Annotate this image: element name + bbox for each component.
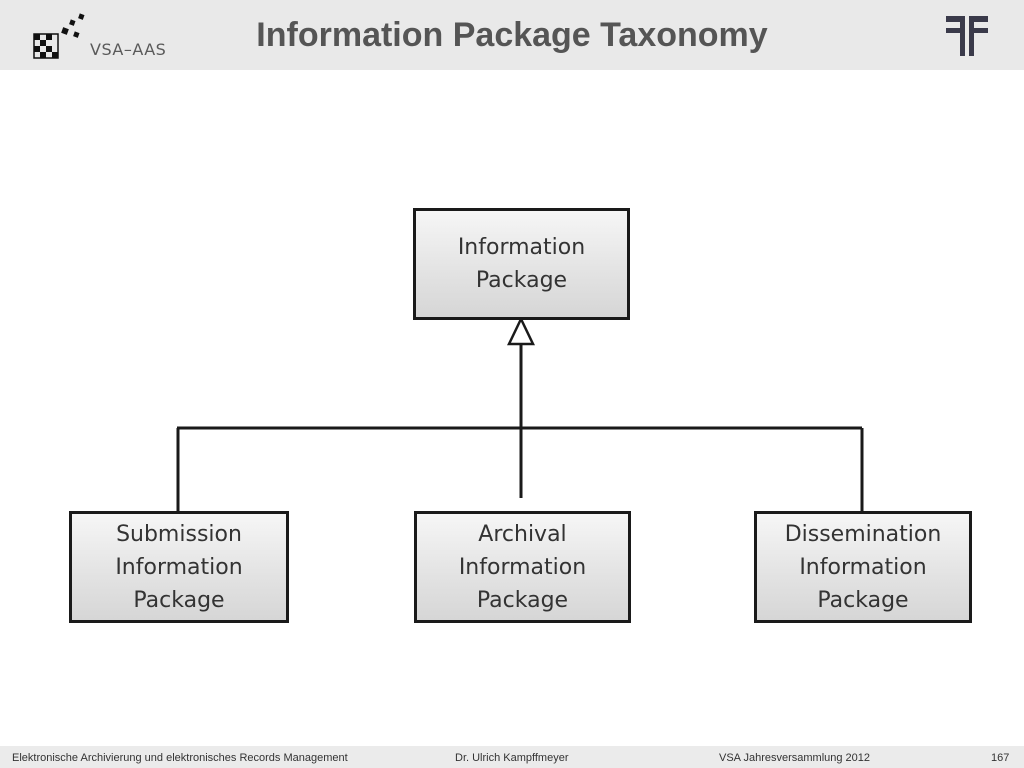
box-label-line: Information (457, 235, 586, 260)
slide-header: VSA–AAS Information Package Taxonomy (0, 0, 1024, 70)
brand-logo-right (944, 14, 994, 58)
vsa-aas-logo: VSA–AAS (30, 10, 170, 62)
box-label-line: Package (476, 587, 569, 613)
box-label-line: Package (817, 587, 909, 613)
box-label-line: Package (475, 268, 568, 293)
footer-event: VSA Jahresversammlung 2012 (719, 752, 871, 764)
box-label-line: Information (458, 554, 587, 580)
box-label-line: Package (133, 587, 225, 613)
logo-text: VSA–AAS (90, 40, 167, 59)
footer-author: Dr. Ulrich Kampffmeyer (455, 752, 569, 764)
box-label-line: Archival (478, 521, 567, 547)
generalization-arrowhead (507, 316, 535, 346)
connector-lines (176, 316, 864, 511)
information-package-box: Information Package (413, 208, 630, 320)
taxonomy-diagram: Information Package Submission Informati… (0, 70, 1024, 740)
box-label-line: Submission (116, 521, 242, 547)
checker-logo-icon (33, 13, 85, 59)
page-number: 167 (991, 752, 1010, 764)
box-label-line: Information (799, 554, 927, 580)
box-label-line: Information (115, 554, 243, 580)
archival-information-package-box: Archival Information Package (414, 511, 631, 623)
box-label-line: Dissemination (784, 521, 942, 547)
slide-footer: Elektronische Archivierung und elektroni… (0, 746, 1024, 768)
submission-information-package-box: Submission Information Package (69, 511, 289, 623)
slide-title: Information Package Taxonomy (256, 16, 768, 54)
dissemination-information-package-box: Dissemination Information Package (754, 511, 972, 623)
footer-course: Elektronische Archivierung und elektroni… (12, 752, 348, 764)
pk-logo-icon (946, 16, 988, 56)
